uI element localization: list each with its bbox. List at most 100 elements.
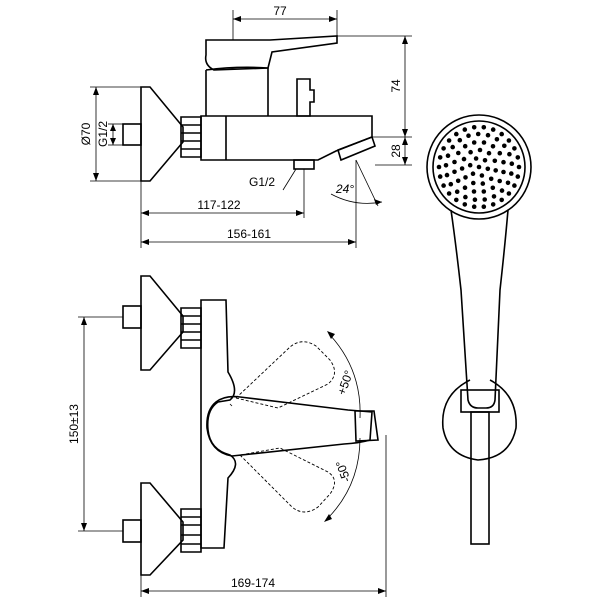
shower-nozzle — [436, 164, 442, 170]
dimension-lines — [78, 10, 412, 597]
front-lever — [206, 395, 373, 457]
dim-angle-plus: +50° — [334, 368, 356, 397]
shower-nozzle — [452, 169, 457, 175]
shower-nozzle — [512, 183, 517, 188]
shower-nozzle — [481, 140, 487, 145]
shower-nozzle — [509, 171, 514, 176]
shower-nozzle — [471, 180, 476, 186]
side-shower-outlet — [293, 159, 315, 170]
front-lever-ghost-down — [239, 447, 335, 513]
side-wall-rosette — [140, 86, 184, 182]
dim-depth-156-161: 156-161 — [227, 227, 271, 241]
shower-nozzle — [493, 168, 499, 173]
shower-nozzle — [443, 163, 449, 168]
shower-nozzle — [473, 156, 479, 161]
shower-nozzle — [470, 171, 476, 176]
shower-nozzle — [445, 153, 451, 158]
front-upper-inlet — [122, 305, 142, 329]
front-view — [122, 275, 379, 576]
shower-nozzles — [436, 125, 522, 209]
shower-nozzle — [502, 143, 507, 149]
shower-nozzle — [480, 181, 486, 186]
shower-nozzle — [481, 125, 487, 130]
shower-nozzle — [482, 197, 488, 202]
shower-nozzle — [501, 159, 506, 165]
dim-depth-117-122: 117-122 — [197, 198, 240, 212]
front-lower-rosette — [140, 482, 184, 576]
dim-height-74: 74 — [389, 79, 403, 93]
shower-nozzle — [481, 189, 487, 194]
shower-nozzle — [454, 131, 459, 137]
shower-nozzle — [490, 144, 496, 149]
shower-nozzle — [499, 131, 505, 137]
front-lever-mark — [229, 403, 233, 407]
shower-nozzle — [455, 178, 461, 184]
shower-nozzle — [492, 158, 498, 164]
front-rotation-arc-down — [327, 437, 361, 519]
dim-centres: 150±13 — [67, 404, 81, 444]
dim-spout-angle: 24° — [335, 182, 354, 196]
shower-nozzle — [456, 150, 461, 156]
shower-nozzle — [490, 202, 496, 207]
shower-nozzle — [441, 183, 446, 188]
shower-nozzle — [463, 194, 468, 200]
dim-diameter: Ø70 — [79, 122, 93, 145]
shower-hose-connector — [470, 411, 490, 545]
shower-nozzle — [472, 197, 478, 202]
side-inlet-pipe — [122, 123, 142, 146]
shower-nozzle — [471, 189, 477, 194]
hand-shower — [426, 114, 532, 545]
front-lever-tip — [354, 410, 379, 442]
shower-nozzle — [482, 158, 488, 163]
shower-nozzle — [497, 178, 503, 184]
shower-nozzle — [446, 191, 452, 196]
side-lever-neck — [205, 66, 269, 116]
shower-nozzle — [507, 151, 512, 157]
dim-height-28: 28 — [389, 144, 403, 158]
shower-nozzle — [479, 173, 485, 178]
shower-nozzle — [485, 132, 491, 138]
shower-handle — [450, 209, 509, 409]
front-rotation-arrow-down — [324, 514, 332, 522]
front-lower-nut — [180, 508, 202, 553]
shower-nozzle — [463, 175, 468, 180]
side-spout-tip — [337, 135, 376, 162]
dim-thread-vertical: G1/2 — [96, 121, 110, 147]
side-lever-handle — [204, 35, 338, 71]
shower-nozzle — [444, 172, 450, 178]
shower-nozzle — [457, 137, 463, 143]
shower-nozzle — [505, 180, 511, 186]
front-lower-inlet — [122, 519, 142, 543]
shower-nozzle — [515, 155, 521, 160]
shower-nozzle — [467, 162, 473, 168]
shower-nozzle — [462, 202, 468, 207]
shower-nozzle — [515, 174, 521, 179]
side-diverter-knob — [296, 78, 315, 117]
shower-nozzle — [462, 185, 468, 190]
front-upper-rosette — [140, 275, 184, 371]
shower-nozzle — [446, 138, 452, 143]
shower-nozzle — [506, 191, 512, 196]
shower-nozzle — [506, 138, 512, 143]
shower-holder-plate — [441, 379, 517, 461]
shower-nozzle — [501, 169, 506, 175]
shower-nozzle — [477, 147, 483, 153]
shower-nozzle — [488, 176, 494, 182]
shower-nozzle — [497, 150, 503, 156]
shower-nozzle — [450, 144, 456, 150]
shower-nozzle — [509, 161, 515, 166]
shower-nozzle — [468, 149, 473, 155]
shower-nozzle — [499, 188, 505, 193]
front-rotation-arc-up — [329, 334, 361, 419]
shower-nozzle — [481, 204, 487, 209]
dim-angle-minus: -50° — [333, 458, 354, 484]
shower-nozzle — [471, 125, 477, 130]
shower-nozzle — [476, 164, 482, 170]
shower-nozzle — [452, 159, 457, 165]
shower-nozzle — [490, 127, 496, 132]
dimension-labels: 77 74 28 Ø70 G1/2 G1/2 24° 117-122 156-1… — [67, 4, 403, 590]
shower-nozzle — [494, 137, 500, 142]
shower-nozzle — [437, 174, 443, 179]
shower-nozzle — [454, 189, 460, 194]
